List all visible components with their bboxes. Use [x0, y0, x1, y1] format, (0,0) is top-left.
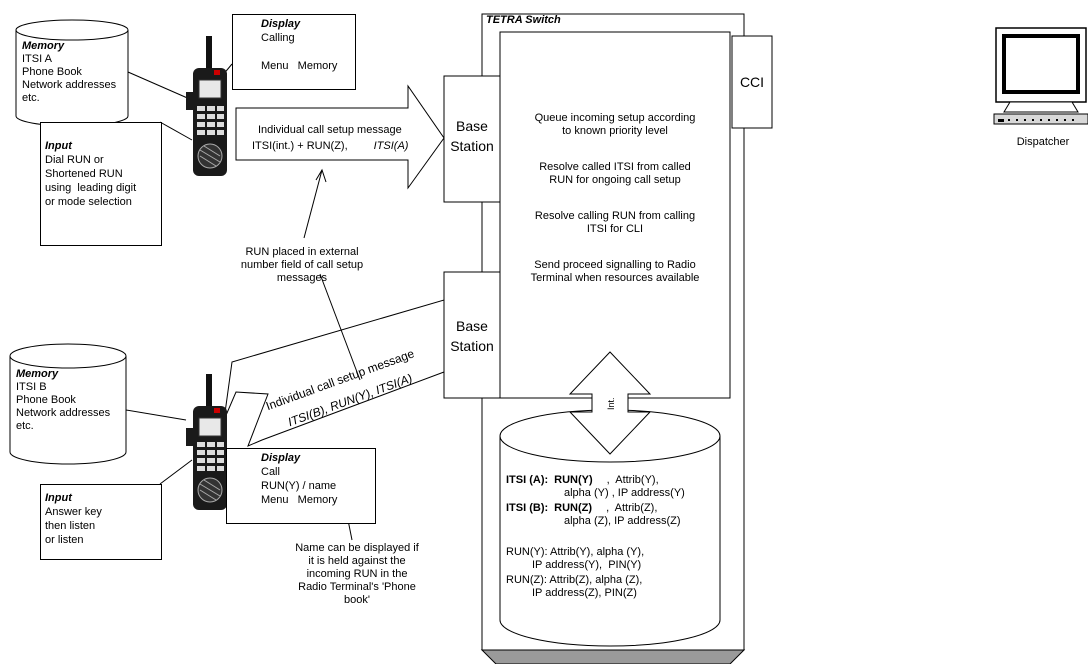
- run-placed-note: RUN placed in external number field of c…: [240, 246, 364, 284]
- incoming-setup-arrow: [223, 299, 445, 447]
- radio-terminal-b-icon: [186, 374, 227, 510]
- input-b-callout: Input Answer key then listen or listen: [40, 484, 162, 560]
- name-displayed-note: Name can be displayed if it is held agai…: [295, 542, 419, 606]
- process-step-4: Send proceed signalling to Radio Termina…: [530, 259, 700, 284]
- process-step-3: Resolve calling RUN from calling ITSI fo…: [534, 210, 696, 235]
- memory-a-text: Memory ITSI A Phone Book Network address…: [22, 40, 117, 104]
- interface-double-arrow: [568, 351, 652, 455]
- memory-a-cylinder: [15, 19, 129, 127]
- dispatcher-computer-icon: [993, 27, 1088, 125]
- input-a-callout: Input Dial RUN or Shortened RUN using le…: [40, 122, 162, 246]
- db-entry-itsi-a: ITSI (A):RUN(Y), Attrib(Y), alpha (Y) , …: [506, 474, 685, 499]
- radio-terminal-a-icon: [186, 36, 227, 176]
- base-station-top-box: [443, 75, 501, 203]
- memory-b-cylinder: [9, 343, 127, 465]
- switch-processing-box: [499, 31, 731, 399]
- display-b-callout: Display Call RUN(Y) / name Menu Memory: [226, 448, 376, 524]
- db-run-record-z: RUN(Z): Attrib(Z), alpha (Z), IP address…: [506, 574, 643, 599]
- display-a-callout: Display Calling Menu Memory: [232, 14, 356, 90]
- cci-box: [731, 35, 773, 129]
- db-run-record-y: RUN(Y): Attrib(Y), alpha (Y), IP address…: [506, 546, 645, 571]
- switch-title: TETRA Switch: [486, 14, 561, 26]
- process-step-1: Queue incoming setup according to known …: [534, 112, 696, 137]
- cci-label: CCI: [739, 74, 765, 90]
- process-step-2: Resolve called ITSI from called RUN for …: [539, 161, 691, 186]
- dispatcher-label: Dispatcher: [1016, 136, 1070, 148]
- memory-b-text: Memory ITSI B Phone Book Network address…: [16, 368, 111, 432]
- interface-label: Int.: [606, 397, 616, 410]
- base-station-bottom-label: Base Station: [450, 318, 494, 354]
- db-entry-itsi-b: ITSI (B):RUN(Z), Attrib(Z), alpha (Z), I…: [506, 502, 681, 527]
- outgoing-message-line2: ITSI(int.) + RUN(Z),ITSI(A): [252, 140, 409, 152]
- outgoing-setup-arrow: [235, 84, 445, 190]
- outgoing-message-line1: Individual call setup message: [258, 124, 402, 136]
- base-station-top-label: Base Station: [450, 118, 494, 154]
